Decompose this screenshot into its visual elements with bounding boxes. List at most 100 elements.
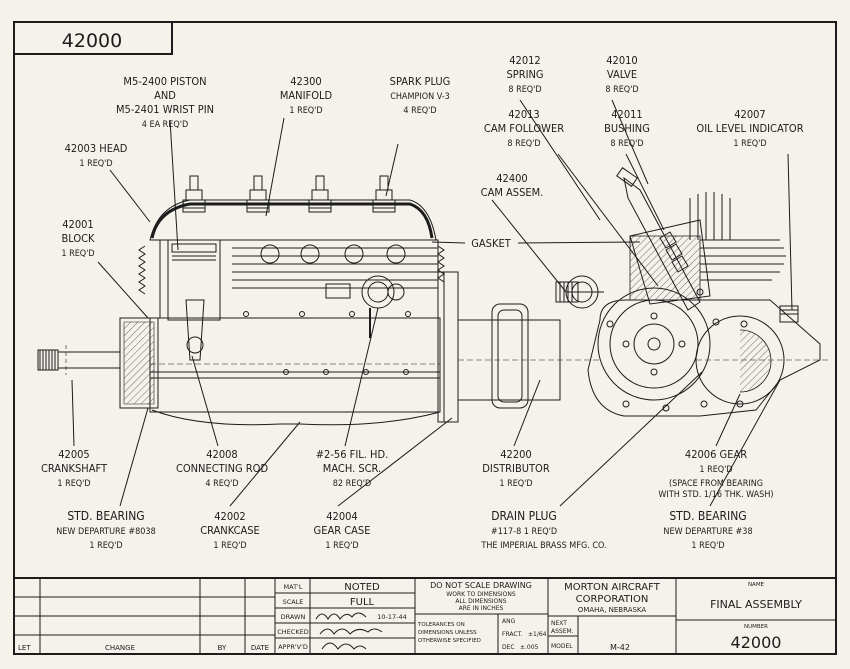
label-valve-3: 8 REQ'D	[605, 85, 638, 95]
bearing-housing-left	[119, 317, 159, 409]
tb-next-1: NEXT	[551, 620, 567, 627]
tb-fract: FRACT.	[502, 631, 523, 638]
cylinder-head	[149, 199, 437, 241]
label-piston-2: AND	[154, 89, 176, 102]
end-crankcase	[587, 299, 821, 417]
tb-company-3: OMAHA, NEBRASKA	[578, 606, 647, 614]
end-cylinder-fins	[689, 192, 786, 281]
label-distributor-2: DISTRIBUTOR	[482, 462, 550, 475]
tb-note-4: ARE IN INCHES	[459, 605, 504, 612]
label-valve-2: VALVE	[607, 68, 637, 81]
label-spring-3: 8 REQ'D	[508, 85, 541, 95]
label-bearing-r-1: STD. BEARING	[669, 509, 746, 523]
tb-tol-2: DIMENSIONS UNLESS	[418, 630, 477, 636]
label-manifold-2: MANIFOLD	[280, 89, 333, 102]
oil-level-indicator-part	[779, 305, 799, 323]
distributor	[491, 303, 529, 409]
crankshaft-end	[37, 345, 121, 375]
tb-drawn-date: 10-17-44	[377, 613, 407, 621]
label-manifold-1: 42300	[290, 75, 321, 88]
label-gearcase-3: 1 REQ'D	[325, 541, 358, 551]
tb-let-label: LET	[18, 644, 31, 652]
piston	[167, 239, 221, 321]
side-view	[37, 175, 600, 426]
tb-scale-label: SCALE	[283, 598, 304, 606]
gear-circle	[597, 287, 711, 401]
label-crankshaft-3: 1 REQ'D	[57, 479, 90, 489]
approved-signature	[321, 642, 367, 650]
label-piston-1: M5-2400 PISTON	[123, 75, 206, 88]
label-drain-3: THE IMPERIAL BRASS MFG. CO.	[480, 541, 606, 551]
label-gear-3: (SPACE FROM BEARING	[669, 479, 763, 489]
label-spring-1: 42012	[509, 54, 540, 67]
tb-number-label: NUMBER	[744, 624, 768, 630]
label-gear-1: 42006 GEAR	[685, 448, 747, 461]
connecting-rod	[185, 299, 205, 361]
tb-fract-val: ±1/64	[528, 631, 547, 638]
label-crankcase-1: 42002	[214, 510, 245, 523]
drawn-signature	[315, 612, 367, 620]
manifold-ports	[260, 244, 406, 264]
label-drain-2: #117-8 1 REQ'D	[491, 527, 557, 537]
label-gear-4: WITH STD. 1/16 THK. WASH)	[658, 490, 773, 500]
tb-note-3: ALL DIMENSIONS	[455, 598, 506, 605]
label-bearing-l-2: NEW DEPARTURE #8038	[56, 527, 155, 537]
label-oil-1: 42007	[734, 108, 765, 121]
valve-train	[616, 167, 701, 311]
label-block-3: 1 REQ'D	[61, 249, 94, 259]
label-conrod-3: 4 REQ'D	[205, 479, 238, 489]
label-bushing-3: 8 REQ'D	[610, 139, 643, 149]
label-spring-2: SPRING	[506, 68, 543, 81]
tb-note-1: DO NOT SCALE DRAWING	[430, 581, 532, 590]
end-bolts	[606, 288, 748, 412]
top-number-box	[14, 22, 173, 55]
tb-next-2: ASSEM.	[551, 628, 574, 635]
cam-assembly-side	[325, 275, 405, 338]
tb-matl-label: MAT'L	[284, 583, 303, 591]
label-crankshaft-2: CRANKSHAFT	[41, 462, 108, 475]
label-block-1: 42001	[62, 218, 93, 231]
checked-signature	[319, 628, 383, 635]
label-crankcase-2: CRANKCASE	[200, 524, 260, 537]
gear-case-flange	[437, 271, 459, 423]
tb-company-1: MORTON AIRCRAFT	[564, 582, 661, 593]
label-head-1: 42003 HEAD	[65, 142, 128, 155]
tb-by-label: BY	[218, 644, 227, 652]
label-head-2: 1 REQ'D	[79, 159, 112, 169]
label-bushing-1: 42011	[611, 108, 642, 121]
label-distributor-3: 1 REQ'D	[499, 479, 532, 489]
label-bearing-r-2: NEW DEPARTURE #38	[663, 527, 752, 537]
tb-name-label: NAME	[748, 582, 765, 588]
label-spark-1: SPARK PLUG	[390, 75, 451, 88]
label-valve-1: 42010	[606, 54, 637, 67]
label-bushing-2: BUSHING	[604, 122, 650, 135]
case-screws	[243, 311, 411, 375]
tb-model-label: MODEL	[551, 643, 573, 650]
spark-plugs	[182, 175, 396, 213]
label-bearing-l-3: 1 REQ'D	[89, 541, 122, 551]
tb-approved-label: APPR'V'D	[278, 643, 308, 651]
tb-model-value: M-42	[610, 643, 630, 652]
label-cam-2: CAM ASSEM.	[481, 186, 544, 199]
label-camfollower-2: CAM FOLLOWER	[484, 122, 564, 135]
tb-company-2: CORPORATION	[576, 594, 649, 605]
tb-tol-3: OTHERWISE SPECIFIED	[418, 638, 481, 644]
label-bearing-l-1: STD. BEARING	[67, 509, 144, 523]
sheet-border	[13, 21, 837, 655]
tb-drawn-label: DRAWN	[281, 613, 306, 621]
tb-matl-value: NOTED	[344, 582, 380, 593]
tb-dec: DEC	[502, 644, 515, 651]
drawing-number-top: 42000	[62, 30, 122, 52]
label-crankcase-3: 1 REQ'D	[213, 541, 246, 551]
crankcase-body	[149, 317, 441, 413]
label-piston-4: 4 EA REQ'D	[142, 120, 189, 130]
callout-labels: M5-2400 PISTON AND M5-2401 WRIST PIN 4 E…	[41, 54, 804, 551]
label-gasket: GASKET	[471, 237, 511, 250]
label-conrod-2: CONNECTING ROD	[176, 462, 269, 475]
tb-dec-val: ±.005	[520, 644, 539, 651]
tb-scale-value: FULL	[350, 597, 375, 608]
label-drain-1: DRAIN PLUG	[491, 509, 557, 523]
label-oil-3: 1 REQ'D	[733, 139, 766, 149]
label-block-2: BLOCK	[61, 232, 95, 245]
